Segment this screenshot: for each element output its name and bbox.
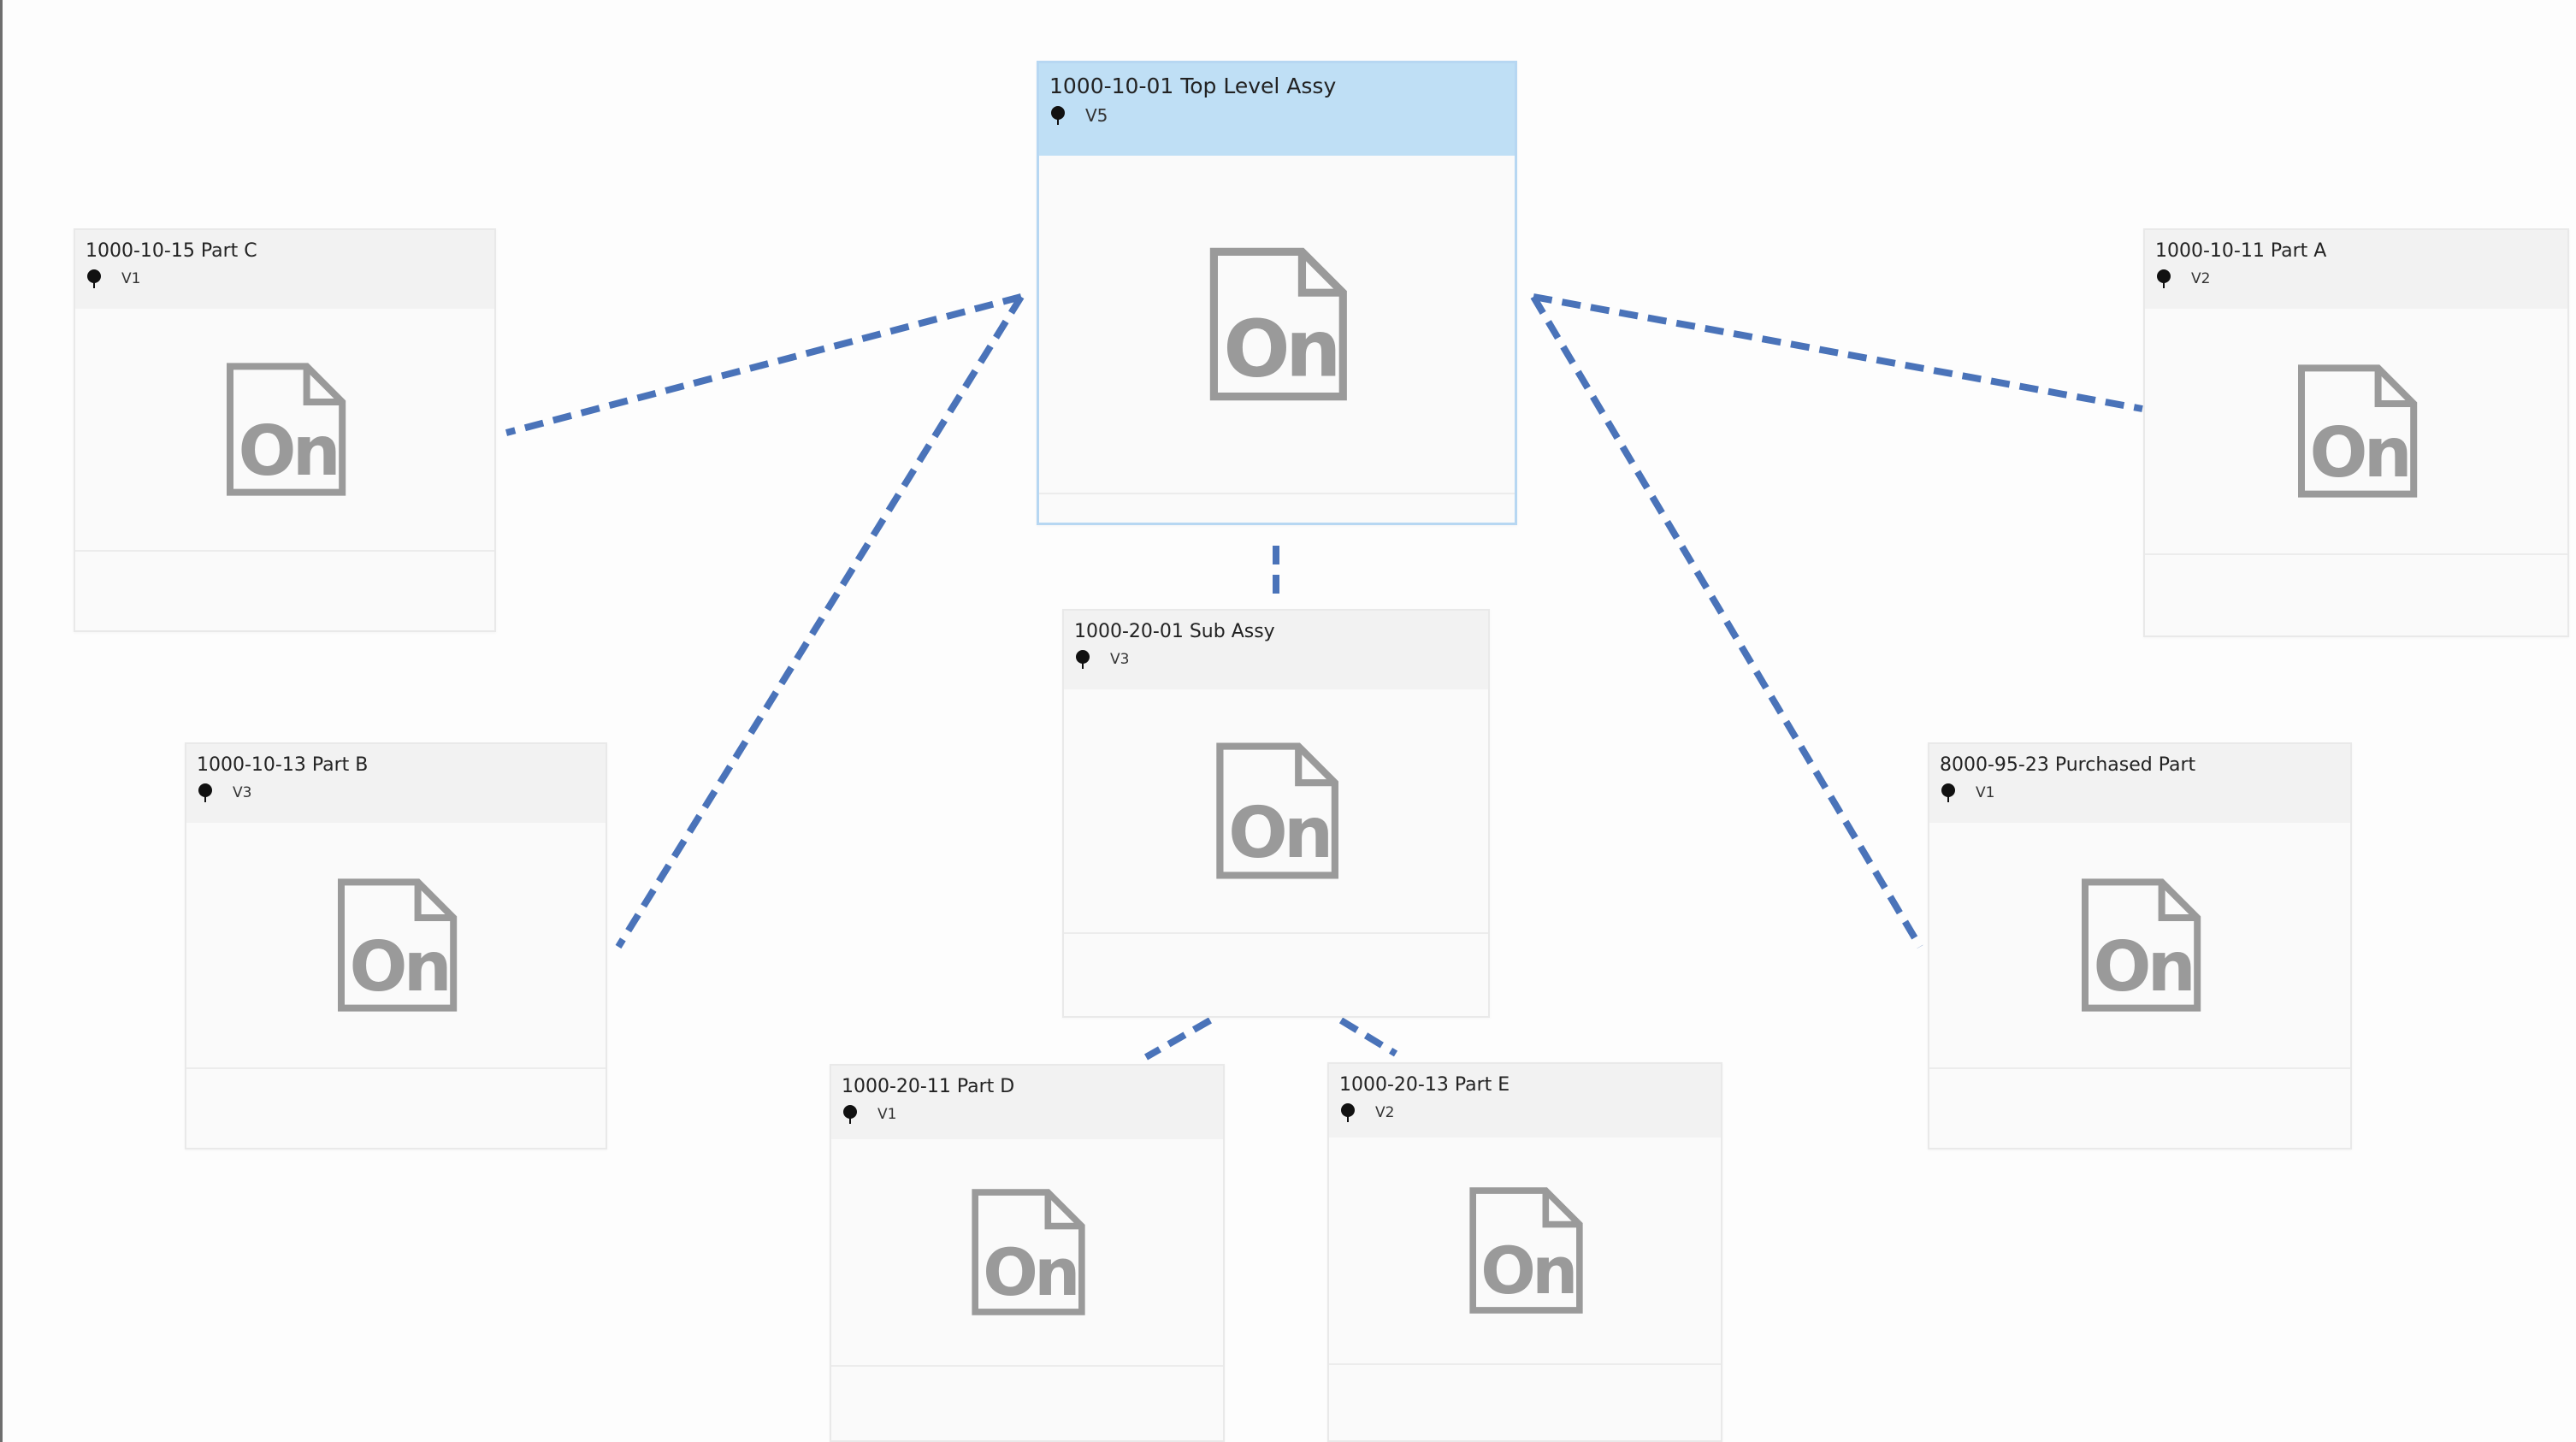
svg-text:On: On [2094, 927, 2192, 1007]
version-row: V1 [842, 1104, 1213, 1125]
svg-text:On: On [1228, 793, 1329, 874]
card-title: 1000-10-15 Part C [86, 240, 257, 262]
card-part-e[interactable]: 1000-20-13 Part E V2 On [1327, 1062, 1722, 1442]
onshape-document-icon: On [972, 1189, 1085, 1315]
document-thumbnail[interactable]: On [2145, 309, 2567, 555]
card-title: 1000-20-11 Part D [842, 1076, 1015, 1097]
version-label: V3 [1110, 651, 1130, 668]
card-header: 1000-20-01 Sub Assy V3 [1064, 611, 1488, 689]
onshape-document-icon: On [1469, 1187, 1583, 1314]
pin-icon [1051, 106, 1065, 125]
onshape-document-icon: On [1209, 247, 1347, 401]
pin-icon [198, 783, 212, 802]
card-purchased-part[interactable]: 8000-95-23 Purchased Part V1 On [1928, 742, 2352, 1149]
version-label: V1 [877, 1106, 897, 1123]
card-title: 1000-10-11 Part A [2155, 240, 2327, 262]
pin-icon [2157, 269, 2171, 288]
version-label: V1 [121, 270, 141, 287]
version-label: V2 [2191, 270, 2211, 287]
connector-sub-to-part-e [1338, 1017, 1398, 1057]
svg-text:On: On [983, 1234, 1077, 1310]
svg-text:On: On [1480, 1232, 1575, 1309]
version-label: V2 [1375, 1104, 1395, 1121]
svg-text:On: On [2310, 413, 2408, 493]
version-row: V1 [86, 269, 484, 289]
pin-icon [1341, 1103, 1355, 1122]
document-thumbnail[interactable]: On [831, 1139, 1223, 1367]
card-title: 1000-10-13 Part B [197, 754, 369, 776]
card-sub-assy[interactable]: 1000-20-01 Sub Assy V3 On [1062, 609, 1490, 1018]
connector-top-to-part-a [1533, 293, 2143, 412]
document-thumbnail[interactable]: On [1929, 823, 2350, 1069]
version-row: V2 [2155, 269, 2557, 289]
pin-icon [1076, 650, 1090, 669]
left-edge-divider [0, 0, 3, 1442]
pin-icon [843, 1105, 857, 1124]
card-title: 1000-10-01 Top Level Assy [1049, 74, 1337, 98]
document-thumbnail[interactable]: On [1329, 1138, 1721, 1365]
pin-icon [1941, 783, 1955, 802]
version-label: V3 [233, 784, 252, 801]
version-row: V3 [197, 783, 595, 803]
document-thumbnail[interactable]: On [1039, 156, 1515, 494]
card-part-c[interactable]: 1000-10-15 Part C V1 On [74, 228, 496, 632]
connector-top-to-part-c [505, 293, 1023, 436]
card-part-b[interactable]: 1000-10-13 Part B V3 On [185, 742, 607, 1149]
card-header: 8000-95-23 Purchased Part V1 [1929, 744, 2350, 823]
connector-top-to-part-b [615, 294, 1025, 949]
card-header: 1000-20-13 Part E V2 [1329, 1064, 1721, 1138]
version-label: V5 [1085, 105, 1108, 126]
version-row: V3 [1074, 649, 1478, 670]
pin-icon [87, 269, 101, 288]
card-header: 1000-10-01 Top Level Assy V5 [1039, 63, 1515, 156]
connector-top-to-purchased [1530, 294, 1923, 949]
version-label: V1 [1976, 784, 1995, 801]
card-header: 1000-10-11 Part A V2 [2145, 230, 2567, 309]
card-title: 8000-95-23 Purchased Part [1940, 754, 2196, 776]
onshape-document-icon: On [227, 363, 346, 496]
card-header: 1000-10-15 Part C V1 [75, 230, 494, 309]
document-thumbnail[interactable]: On [1064, 689, 1488, 934]
connector-sub-to-part-d [1144, 1017, 1212, 1061]
card-title: 1000-20-01 Sub Assy [1074, 621, 1275, 642]
card-top-level-assy[interactable]: 1000-10-01 Top Level Assy V5 On [1037, 61, 1517, 525]
document-thumbnail[interactable]: On [186, 823, 606, 1069]
onshape-document-icon: On [1216, 742, 1338, 879]
version-row: V2 [1339, 1102, 1710, 1123]
svg-text:On: On [350, 927, 448, 1007]
onshape-document-icon: On [338, 878, 458, 1012]
onshape-document-icon: On [2082, 878, 2201, 1012]
card-part-a[interactable]: 1000-10-11 Part A V2 On [2143, 228, 2569, 637]
version-row: V5 [1049, 105, 1504, 126]
document-thumbnail[interactable]: On [75, 309, 494, 552]
version-row: V1 [1940, 783, 2340, 803]
svg-text:On: On [1223, 304, 1337, 395]
card-header: 1000-20-11 Part D V1 [831, 1066, 1223, 1139]
card-part-d[interactable]: 1000-20-11 Part D V1 On [830, 1064, 1225, 1442]
card-title: 1000-20-13 Part E [1339, 1074, 1510, 1096]
svg-text:On: On [239, 411, 337, 491]
onshape-document-icon: On [2298, 364, 2418, 498]
card-header: 1000-10-13 Part B V3 [186, 744, 606, 823]
